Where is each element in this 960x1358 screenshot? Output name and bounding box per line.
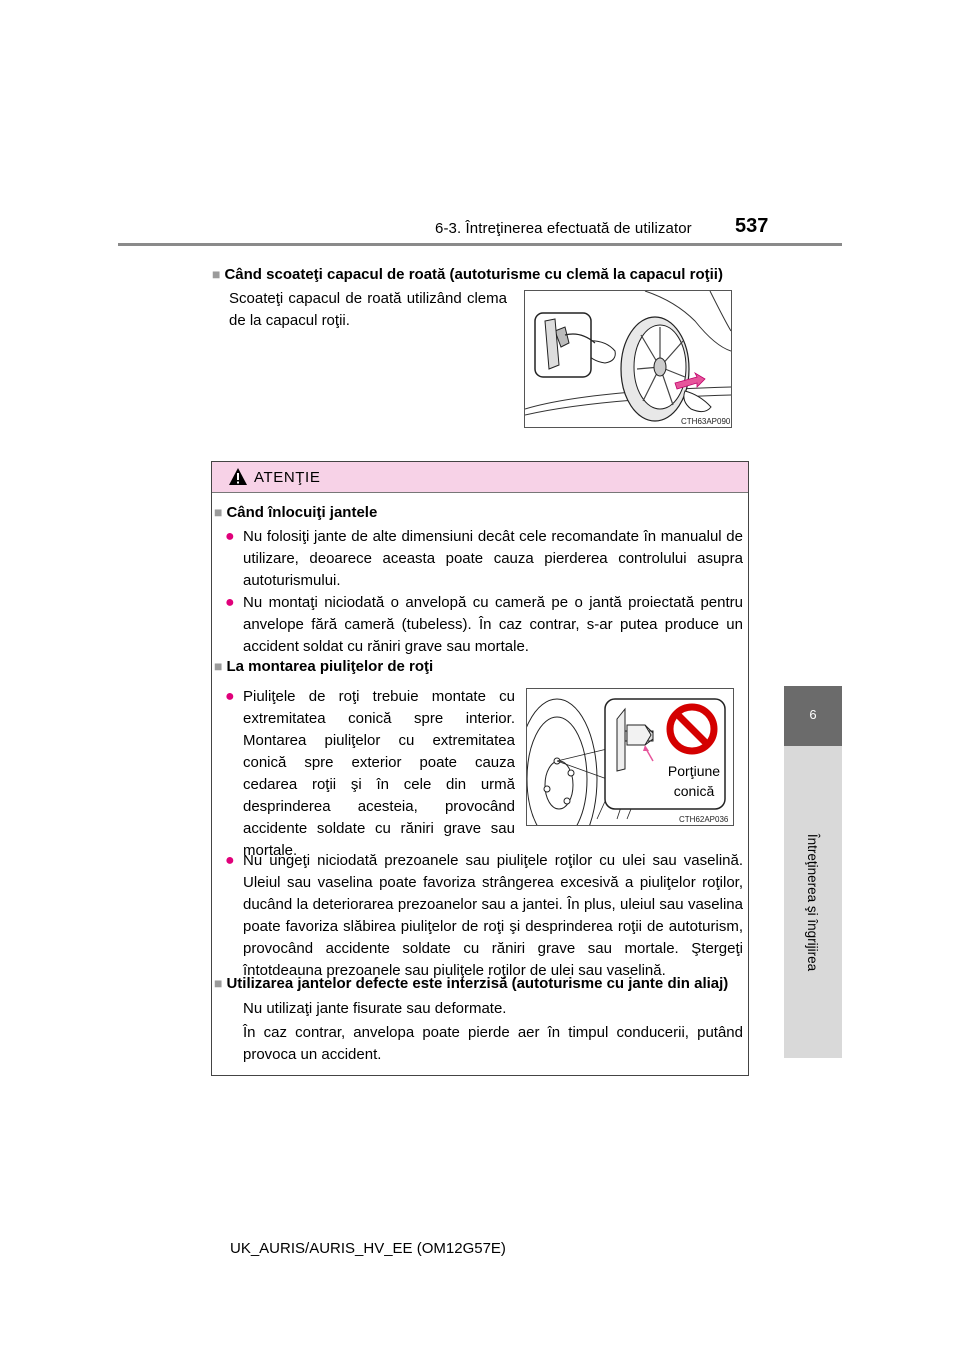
- square-bullet-icon: ■: [212, 266, 221, 282]
- chapter-number: 6: [809, 707, 817, 722]
- caution-band: [212, 462, 748, 493]
- caution-box: [211, 461, 749, 1076]
- figure-code: CTH63AP090: [681, 417, 731, 426]
- caution-item: ● Piuliţele de roţi trebuie montate cu e…: [225, 686, 515, 859]
- caution-subheading-1-text: Când înlocuiţi jantele: [226, 504, 378, 521]
- chapter-tab-number-block: [784, 686, 842, 746]
- square-bullet-icon: ■: [214, 975, 223, 991]
- bullet-icon: ●: [225, 594, 235, 611]
- bullet-icon: ●: [225, 688, 235, 705]
- caution-title: ATENŢIE: [254, 469, 321, 486]
- square-bullet-icon: ■: [214, 504, 223, 520]
- caution-subheading-2: ■La montarea piuliţelor de roţi: [214, 658, 433, 675]
- tapered-portion-label: Porţiune conică: [667, 763, 721, 799]
- caution-subheading-3-text: Utilizarea jantelor defecte este interzi…: [226, 975, 729, 992]
- caution-item: ● Nu ungeţi niciodată prezoanele sau piu…: [225, 850, 743, 982]
- figure-code: CTH62AP036: [679, 815, 729, 824]
- section-title: Când scoateţi capacul de roată (autoturi…: [224, 266, 723, 283]
- section-heading: ■Când scoateţi capacul de roată (autotur…: [212, 266, 723, 283]
- caution-item-text: Nu montaţi niciodată o anvelopă cu camer…: [243, 594, 743, 655]
- running-header-section: 6-3. Întreţinerea efectuată de utilizato…: [435, 220, 692, 237]
- header-rule: [118, 243, 842, 246]
- caution-paragraph: Nu utilizaţi jante fisurate sau deformat…: [243, 1000, 507, 1017]
- model-code-footer: UK_AURIS/AURIS_HV_EE (OM12G57E): [230, 1240, 506, 1257]
- caution-item-text: Nu folosiţi jante de alte dimensiuni dec…: [243, 528, 743, 589]
- bullet-icon: ●: [225, 852, 235, 869]
- warning-triangle-icon: [228, 467, 248, 487]
- caution-item: ● Nu folosiţi jante de alte dimensiuni d…: [225, 526, 743, 592]
- lug-nut-illustration: [527, 698, 726, 825]
- page-number: 537: [735, 215, 769, 237]
- caution-paragraph: În caz contrar, anvelopa poate pierde ae…: [243, 1024, 743, 1063]
- caution-item-text: Nu ungeţi niciodată prezoanele sau piuli…: [243, 852, 743, 979]
- chapter-tab-title-block: [784, 746, 842, 1058]
- wheel-cap-illustration: [525, 291, 731, 422]
- chapter-tab-title-wrap: Întreţinerea şi îngrijirea: [784, 746, 842, 1058]
- square-bullet-icon: ■: [214, 658, 223, 674]
- caution-item: ● Nu montaţi niciodată o anvelopă cu cam…: [225, 592, 743, 658]
- bullet-icon: ●: [225, 528, 235, 545]
- caution-subheading-2-text: La montarea piuliţelor de roţi: [226, 658, 434, 675]
- caution-subheading-3: ■Utilizarea jantelor defecte este interz…: [214, 975, 728, 992]
- caution-item-text: Piuliţele de roţi trebuie montate cu ext…: [243, 688, 515, 859]
- section-text: Scoateţi capacul de roată utilizând clem…: [229, 290, 507, 329]
- lug-nut-figure: Porţiune conică CTH62AP036: [526, 688, 734, 826]
- caution-subheading-1: ■Când înlocuiţi jantele: [214, 504, 377, 521]
- wheel-cap-figure: CTH63AP090: [524, 290, 732, 428]
- chapter-title: Întreţinerea şi îngrijirea: [805, 833, 821, 971]
